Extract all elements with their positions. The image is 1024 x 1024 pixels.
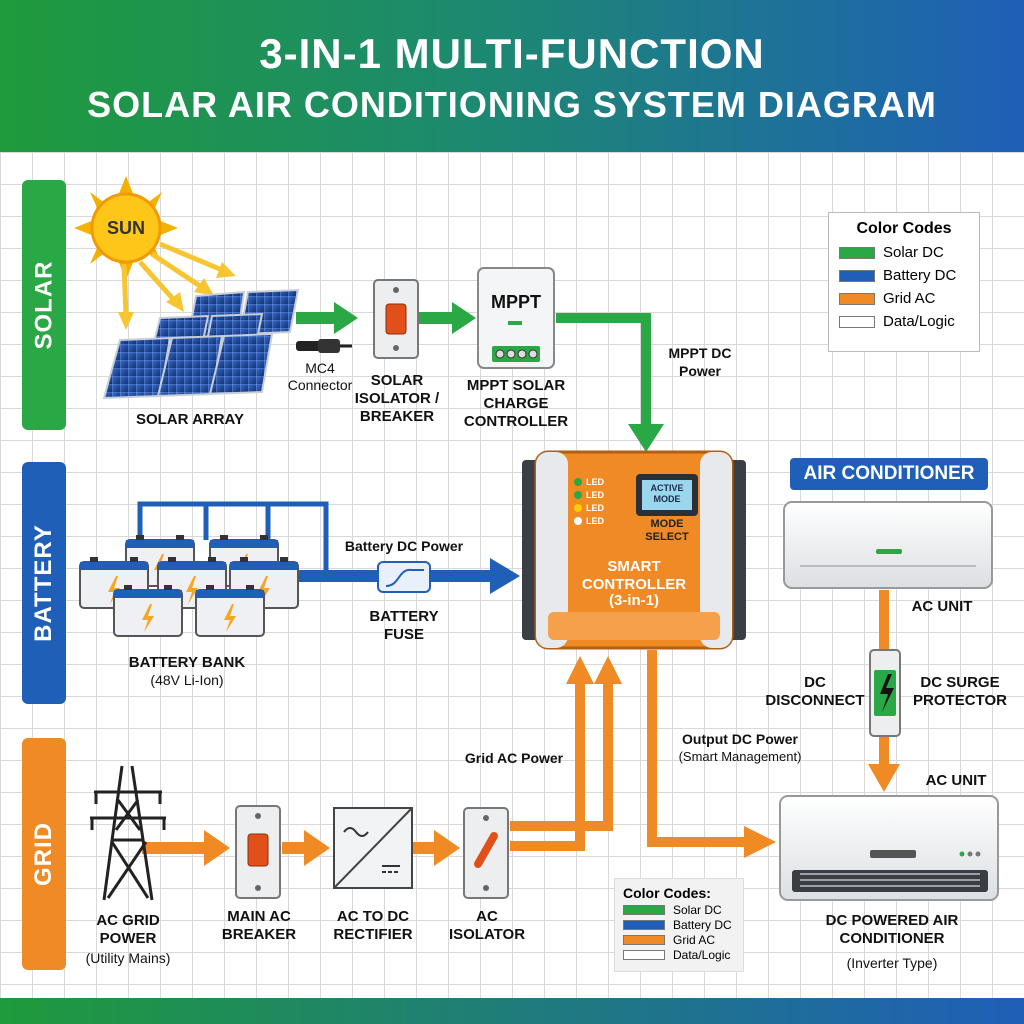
controller-name: SMART CONTROLLER bbox=[581, 558, 687, 593]
rectifier-icon bbox=[333, 807, 413, 889]
legend-label: Grid AC bbox=[673, 933, 716, 947]
battery-wiring bbox=[137, 501, 329, 576]
battery-dc-power-label: Battery DC Power bbox=[344, 538, 464, 554]
transmission-tower-icon bbox=[90, 765, 166, 901]
ac-grid-power-sub: (Utility Mains) bbox=[85, 950, 171, 966]
legend-label: Data/Logic bbox=[673, 948, 731, 962]
controller-sub: (3-in-1) bbox=[609, 592, 659, 609]
solar-flow-lines bbox=[296, 302, 664, 452]
dc-disconnect-label: DC DISCONNECT bbox=[765, 674, 865, 709]
output-dc-power-label: Output DC Power bbox=[682, 731, 798, 747]
mppt-controller-icon bbox=[477, 267, 555, 369]
legend-swatch bbox=[623, 935, 665, 945]
solar-band: SOLAR bbox=[22, 180, 66, 430]
grid-band: GRID bbox=[22, 738, 66, 970]
battery-bank-label: BATTERY BANK bbox=[128, 654, 246, 671]
legend-swatch bbox=[839, 292, 875, 305]
header-banner: 3-IN-1 MULTI-FUNCTION SOLAR AIR CONDITIO… bbox=[0, 0, 1024, 152]
ac-to-dc-rectifier-label: AC TO DC RECTIFIER bbox=[333, 908, 413, 943]
legend-item: Grid AC bbox=[623, 933, 743, 947]
footer-bar bbox=[0, 998, 1024, 1024]
dc-air-conditioner-sub: (Inverter Type) bbox=[846, 955, 938, 971]
battery-fuse-icon bbox=[377, 561, 431, 593]
sun-label: SUN bbox=[106, 218, 145, 238]
air-conditioner-title: AIR CONDITIONER bbox=[790, 458, 988, 490]
grid-flow-lines bbox=[142, 590, 900, 866]
legend-swatch bbox=[623, 905, 665, 915]
main-ac-breaker-icon bbox=[235, 805, 281, 899]
mppt-dc-power-label: MPPT DC Power bbox=[668, 345, 732, 379]
led-label-1: LED bbox=[586, 477, 604, 487]
dc-surge-protector-icon bbox=[869, 649, 901, 737]
solar-array-label: SOLAR ARRAY bbox=[135, 411, 245, 428]
legend-label: Data/Logic bbox=[883, 313, 955, 330]
legend-label: Solar DC bbox=[883, 244, 944, 261]
solar-array-icon bbox=[102, 288, 300, 400]
legend-swatch bbox=[839, 269, 875, 282]
battery-band: BATTERY bbox=[22, 462, 66, 704]
dc-air-conditioner-label: DC POWERED AIR CONDITIONER bbox=[825, 912, 959, 947]
sun-icon bbox=[74, 176, 178, 280]
mc4-connector-label: MC4 Connector bbox=[287, 360, 353, 393]
legend-label: Battery DC bbox=[673, 918, 732, 932]
bottom-ac-unit-label: AC UNIT bbox=[925, 772, 987, 789]
legend-label: Solar DC bbox=[673, 903, 722, 917]
legend-swatch bbox=[839, 315, 875, 328]
color-legend-top: Color Codes Solar DC Battery DC Grid AC Dat… bbox=[828, 212, 980, 352]
ac-grid-power-label: AC GRID POWER bbox=[96, 912, 160, 947]
dc-surge-protector-label: DC SURGE PROTECTOR bbox=[913, 674, 1007, 709]
main-ac-breaker-label: MAIN AC BREAKER bbox=[221, 908, 297, 943]
output-dc-power-sub: (Smart Management) bbox=[678, 749, 802, 764]
grid-ac-power-label: Grid AC Power bbox=[464, 750, 564, 766]
legend-swatch bbox=[623, 920, 665, 930]
legend-bottom-title: Color Codes: bbox=[623, 885, 711, 901]
legend-label: Battery DC bbox=[883, 267, 957, 284]
legend-item: Battery DC bbox=[839, 267, 979, 284]
battery-bank-sub: (48V Li-Ion) bbox=[150, 672, 224, 688]
legend-item: Data/Logic bbox=[839, 313, 979, 330]
led-label-3: LED bbox=[586, 503, 604, 513]
top-ac-unit-label: AC UNIT bbox=[911, 598, 973, 615]
title-line-2: SOLAR AIR CONDITIONING SYSTEM DIAGRAM bbox=[87, 84, 937, 125]
mc4-connector-icon bbox=[296, 339, 352, 353]
legend-top-title: Color Codes bbox=[856, 220, 952, 237]
legend-item: Solar DC bbox=[623, 903, 743, 917]
led-label-2: LED bbox=[586, 490, 604, 500]
title-line-1: 3-IN-1 MULTI-FUNCTION bbox=[259, 30, 765, 77]
battery-fuse-label: BATTERY FUSE bbox=[369, 608, 439, 643]
mppt-device-text: MPPT bbox=[490, 292, 541, 312]
solar-isolator-label: SOLAR ISOLATOR / BREAKER bbox=[354, 372, 440, 425]
battery-flow-lines bbox=[290, 558, 520, 594]
legend-label: Grid AC bbox=[883, 290, 936, 307]
top-ac-unit-icon bbox=[783, 501, 993, 589]
ac-isolator-label: AC ISOLATOR bbox=[448, 908, 526, 943]
sun-rays bbox=[118, 241, 236, 330]
battery-bank-icon bbox=[79, 535, 299, 637]
solar-isolator-icon bbox=[373, 279, 419, 359]
mppt-controller-label: MPPT SOLAR CHARGE CONTROLLER bbox=[463, 377, 569, 430]
mode-select-label: MODE SELECT bbox=[645, 518, 689, 543]
legend-item: Grid AC bbox=[839, 290, 979, 307]
controller-screen-text: ACTIVE MODE bbox=[650, 483, 684, 504]
legend-item: Solar DC bbox=[839, 244, 979, 261]
legend-item: Data/Logic bbox=[623, 948, 743, 962]
bottom-ac-unit-icon bbox=[779, 795, 999, 901]
legend-item: Battery DC bbox=[623, 918, 743, 932]
battery-cell-icon bbox=[113, 585, 183, 637]
legend-swatch bbox=[839, 246, 875, 259]
led-label-4: LED bbox=[586, 516, 604, 526]
ac-isolator-icon bbox=[463, 807, 509, 899]
legend-swatch bbox=[623, 950, 665, 960]
smart-controller-icon bbox=[522, 450, 746, 650]
battery-cell-icon bbox=[195, 585, 265, 637]
